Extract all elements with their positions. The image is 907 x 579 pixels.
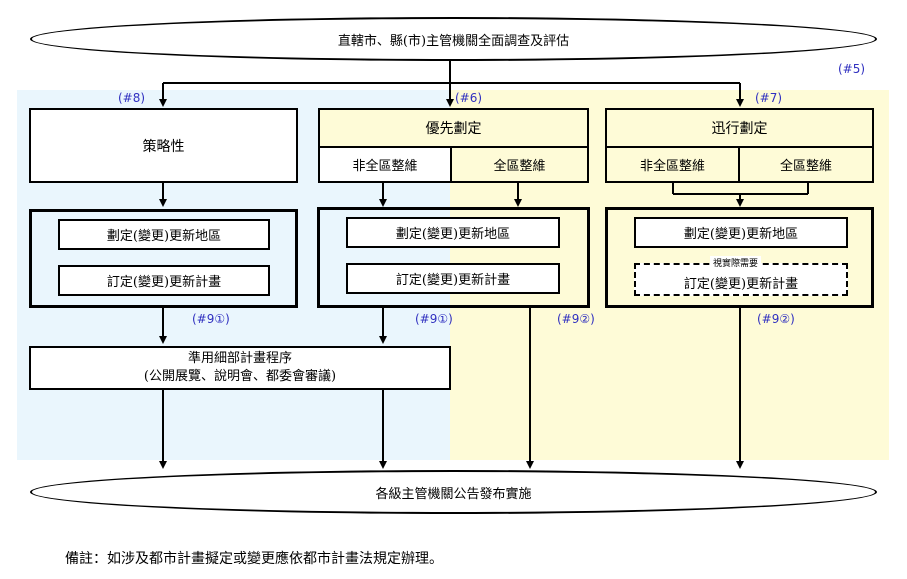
strategic-step1-label: 劃定(變更)更新地區 [106, 229, 222, 244]
procedure-box: 準用細部計畫程序 (公開展覽、說明會、都委會審議) [29, 346, 451, 390]
priority-step1: 劃定(變更)更新地區 [346, 217, 560, 248]
rapid-sub-left-label: 非全區整維 [639, 159, 705, 174]
rapid-steps-frame [605, 207, 874, 308]
ref-7: (#7) [755, 91, 783, 105]
bottom-announce-node: 各級主管機關公告發布實施 [30, 470, 877, 514]
priority-step2: 訂定(變更)更新計畫 [346, 263, 560, 294]
priority-box: 優先劃定 [318, 108, 589, 148]
strategic-step2: 訂定(變更)更新計畫 [58, 265, 270, 296]
strategic-title: 策略性 [142, 138, 185, 155]
priority-sub-right-label: 全區整維 [493, 159, 546, 174]
ref-9-1-strategic: (#9①) [192, 312, 230, 326]
rapid-sub-left: 非全區整維 [605, 146, 740, 183]
ref-8: (#8) [118, 91, 146, 105]
rapid-step2-label: 訂定(變更)更新計畫 [683, 277, 799, 292]
rapid-sub-right-label: 全區整維 [779, 159, 832, 174]
priority-title: 優先劃定 [425, 121, 482, 137]
priority-step1-label: 劃定(變更)更新地區 [395, 227, 511, 242]
rapid-sub-right: 全區整維 [738, 146, 874, 183]
procedure-title: 準用細部計畫程序 [187, 351, 292, 366]
priority-sub-left-label: 非全區整維 [352, 159, 418, 174]
ref-6: (#6) [455, 91, 483, 105]
rapid-step1-label: 劃定(變更)更新地區 [683, 227, 799, 242]
footnote: 備註：如涉及都市計畫擬定或變更應依都市計畫法規定辦理。 [65, 551, 443, 567]
ref-9-1-priority: (#9①) [415, 312, 453, 326]
strategic-step1: 劃定(變更)更新地區 [58, 219, 270, 250]
top-survey-node: 直轄市、縣(市)主管機關全面調查及評估 [30, 17, 877, 61]
top-survey-label: 直轄市、縣(市)主管機關全面調查及評估 [337, 33, 570, 49]
priority-steps-frame [317, 207, 590, 308]
procedure-detail: (公開展覽、說明會、都委會審議) [143, 369, 337, 384]
rapid-title: 迅行劃定 [711, 121, 768, 137]
priority-sub-left: 非全區整維 [318, 146, 452, 183]
bottom-announce-label: 各級主管機關公告發布實施 [375, 486, 532, 502]
rapid-step2-optional: 訂定(變更)更新計畫 [634, 263, 848, 296]
ref-9-2-rapid: (#9②) [757, 312, 795, 326]
priority-sub-right: 全區整維 [450, 146, 589, 183]
optional-note: 視實際需要 [710, 256, 762, 269]
ref-5: (#5) [838, 62, 866, 76]
strategic-step2-label: 訂定(變更)更新計畫 [106, 275, 222, 290]
strategic-steps-frame [29, 209, 298, 308]
strategic-box: 策略性 [29, 108, 298, 183]
ref-9-2-priority: (#9②) [557, 312, 595, 326]
rapid-box: 迅行劃定 [605, 108, 874, 148]
rapid-step1: 劃定(變更)更新地區 [634, 217, 848, 248]
priority-step2-label: 訂定(變更)更新計畫 [395, 273, 511, 288]
